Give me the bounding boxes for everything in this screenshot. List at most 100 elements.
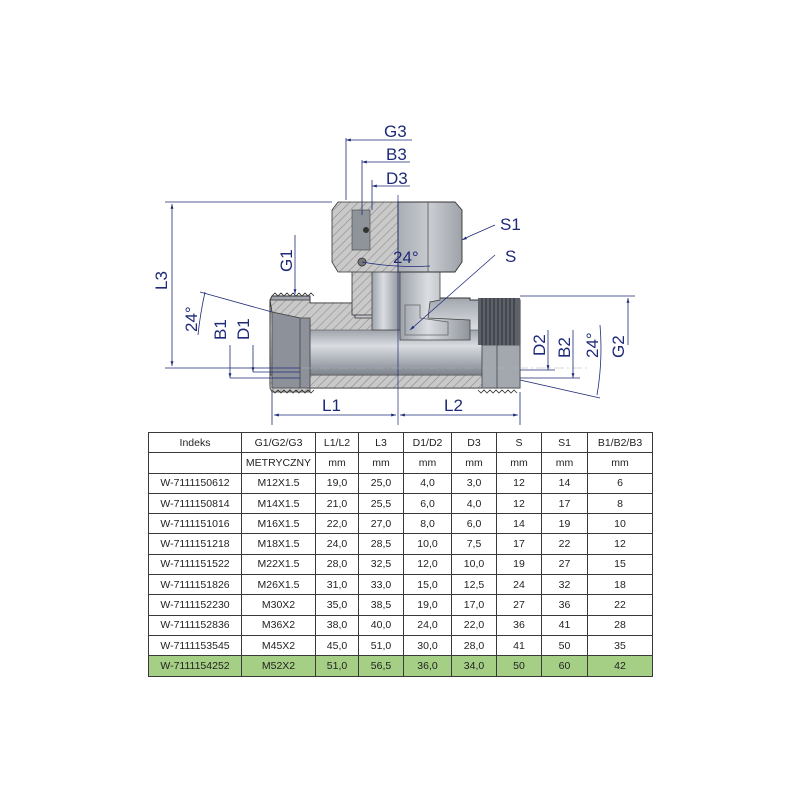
table-cell: 60	[541, 655, 588, 677]
dim-label-l3: L3	[152, 271, 171, 290]
unit-cell: mm	[496, 452, 542, 474]
table-cell: 28,0	[315, 553, 359, 576]
unit-cell: mm	[587, 452, 653, 474]
table-cell: 41	[541, 614, 588, 636]
table-header-row: Indeks G1/G2/G3 L1/L2 L3 D1/D2 D3 S S1 B…	[148, 431, 653, 454]
table-cell: 22,0	[451, 614, 497, 636]
table-cell: W-7111151826	[148, 574, 242, 596]
dim-label-angle-right: 24°	[583, 332, 602, 358]
table-cell: 36	[496, 614, 542, 636]
table-cell: 31,0	[315, 574, 359, 596]
table-cell: M26X1.5	[241, 574, 316, 596]
table-cell: 19	[541, 513, 588, 535]
table-cell: 10,0	[451, 553, 497, 576]
table-cell: M22X1.5	[241, 553, 316, 576]
header-cell: D3	[451, 431, 497, 454]
table-cell: 30,0	[403, 634, 452, 657]
dim-label-angle-left: 24°	[182, 306, 201, 332]
dim-label-l1: L1	[322, 396, 341, 415]
header-cell: S	[496, 431, 542, 454]
dim-label-d3: D3	[386, 169, 408, 188]
table-cell: 8	[587, 492, 653, 515]
table-cell: 56,5	[358, 655, 404, 677]
table-cell: 6	[587, 472, 653, 494]
table-cell: 19	[496, 553, 542, 576]
table-cell: 40,0	[358, 614, 404, 636]
table-cell: W-7111152836	[148, 614, 242, 636]
header-cell: B1/B2/B3	[587, 431, 653, 454]
table-cell: 22	[541, 533, 588, 555]
swivel-nut	[331, 201, 463, 273]
table-cell: 38,0	[315, 614, 359, 636]
tee-body	[269, 292, 521, 394]
table-cell: W-7111151522	[148, 553, 242, 576]
table-cell: 14	[496, 513, 542, 535]
dim-label-g2: G2	[609, 335, 628, 358]
table-cell: 36	[541, 594, 588, 616]
table-cell: M36X2	[241, 614, 316, 636]
table-cell: 28	[587, 614, 653, 636]
table-cell: 51,0	[358, 634, 404, 657]
table-cell: 24,0	[403, 614, 452, 636]
table-cell: 12	[496, 492, 542, 515]
table-cell: W-7111151218	[148, 533, 242, 555]
table-cell: 50	[541, 634, 588, 657]
table-cell: 32,5	[358, 553, 404, 576]
dim-label-s: S	[505, 247, 516, 266]
dim-label-g1: G1	[277, 249, 296, 272]
table-cell: 4,0	[451, 492, 497, 515]
dim-label-b2: B2	[555, 337, 574, 358]
table-cell: 6,0	[403, 492, 452, 515]
table-cell: 17,0	[451, 594, 497, 616]
table-cell: 7,5	[451, 533, 497, 555]
table-cell: 21,0	[315, 492, 359, 515]
header-cell: G1/G2/G3	[241, 431, 316, 454]
table-cell: M14X1.5	[241, 492, 316, 515]
unit-cell: mm	[451, 452, 497, 474]
table-cell: 33,0	[358, 574, 404, 596]
header-cell: S1	[541, 431, 588, 454]
unit-cell: METRYCZNY	[241, 452, 316, 474]
header-cell: L3	[358, 431, 404, 454]
table-cell: 27,0	[358, 513, 404, 535]
table-cell: M52X2	[241, 655, 316, 677]
table-cell: M18X1.5	[241, 533, 316, 555]
right-thread	[478, 298, 520, 345]
table-cell: 25,5	[358, 492, 404, 515]
table-cell: 24	[496, 574, 542, 596]
table-cell: 19,0	[315, 472, 359, 494]
table-cell: 51,0	[315, 655, 359, 677]
table-cell: 17	[496, 533, 542, 555]
unit-cell	[148, 452, 242, 474]
table-cell: 34,0	[451, 655, 497, 677]
table-cell: 18	[587, 574, 653, 596]
table-cell: 35,0	[315, 594, 359, 616]
table-cell: 25,0	[358, 472, 404, 494]
unit-cell: mm	[403, 452, 452, 474]
table-cell: 15	[587, 553, 653, 576]
table-cell: W-7111150612	[148, 472, 242, 494]
table-cell: 12,5	[451, 574, 497, 596]
table-cell: 6,0	[451, 513, 497, 535]
table-cell: 17	[541, 492, 588, 515]
table-cell: 19,0	[403, 594, 452, 616]
table-cell: 14	[541, 472, 588, 494]
dim-label-b3: B3	[386, 145, 407, 164]
table-cell: W-7111153545	[148, 634, 242, 657]
technical-drawing: G3 B3 D3 S1 S 24° L3 G1 24° B1 D1 D2 B2 …	[152, 122, 635, 425]
header-cell: L1/L2	[315, 431, 359, 454]
header-cell: D1/D2	[403, 431, 452, 454]
dim-label-g3: G3	[384, 122, 407, 141]
table-cell: 36,0	[403, 655, 452, 677]
table-cell: W-7111151016	[148, 513, 242, 535]
